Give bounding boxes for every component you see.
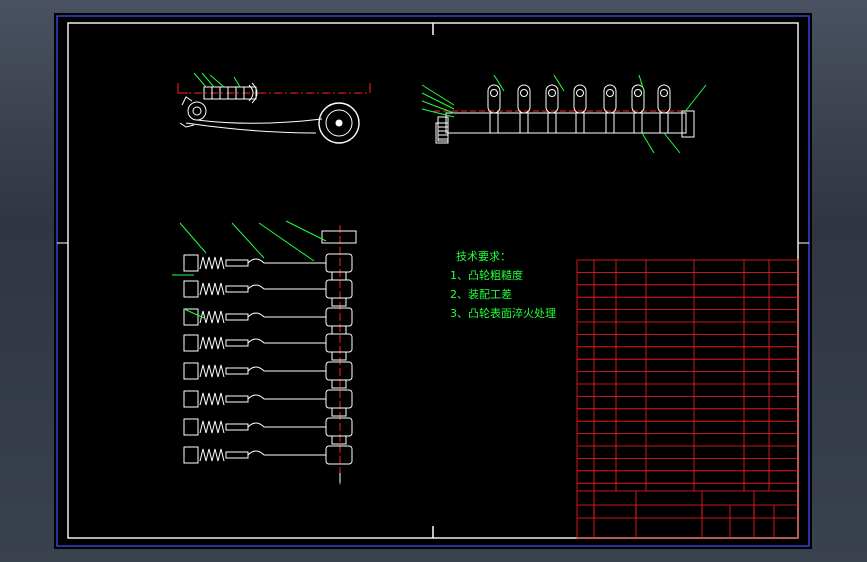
valve-guide [225, 339, 249, 347]
valve-spring [199, 310, 225, 324]
valve-head [248, 82, 258, 104]
cam-disc [325, 417, 353, 437]
lobe-bore [548, 89, 556, 97]
lobe-bore [490, 89, 498, 97]
valve-spring [203, 86, 257, 100]
lobe-follower [633, 112, 643, 134]
valve-guide [225, 313, 249, 321]
valve-head [247, 338, 265, 344]
valve-head [247, 284, 265, 290]
lobe-bore [606, 89, 614, 97]
valve-cap [183, 334, 199, 352]
valve-guide [225, 367, 249, 375]
title-block [576, 259, 799, 539]
cam-disc [325, 333, 353, 353]
flywheel-inner [325, 109, 353, 137]
valve-cap [183, 254, 199, 272]
valve-head [247, 450, 265, 456]
cam-disc [325, 253, 353, 273]
valve-spring [199, 282, 225, 296]
outer-frame [56, 15, 810, 547]
cam-disc [325, 307, 353, 327]
valve-head [247, 258, 265, 264]
valve-rows [183, 253, 353, 483]
cad-drawing [56, 15, 810, 547]
valve-cap [183, 418, 199, 436]
shaft-segment [331, 297, 347, 307]
rocker-arm-lower [185, 122, 317, 134]
inner-frame [67, 22, 799, 539]
cam-disc [325, 389, 353, 409]
shaft-segment [331, 271, 347, 281]
lobe-bore [660, 89, 668, 97]
top-leader-lines [421, 74, 707, 154]
valve-leader-lines [172, 220, 327, 319]
lobe-bore [634, 89, 642, 97]
cam-circle [187, 101, 207, 121]
valve-guide [225, 423, 249, 431]
valve-guide [225, 451, 249, 459]
technical-requirements: 技术要求： 1、凸轮粗糙度 2、装配工差 3、凸轮表面淬火处理 [450, 247, 556, 323]
lobe-bore [520, 89, 528, 97]
valve-guide [225, 395, 249, 403]
requirement-item: 2、装配工差 [450, 288, 512, 301]
valve-cap [183, 308, 199, 326]
camshaft-top-view [421, 74, 707, 154]
valve-spring [199, 448, 225, 462]
shaft-end-right [681, 110, 695, 138]
valve-cap [183, 446, 199, 464]
valve-head [247, 312, 265, 318]
bracket [179, 96, 195, 128]
valve-guide [225, 285, 249, 293]
valve-spring [199, 392, 225, 406]
lobe-follower [575, 112, 585, 134]
cam-disc [325, 445, 353, 465]
section-mark-left [177, 83, 188, 94]
lobe-bore [576, 89, 584, 97]
top-bracket [321, 230, 357, 244]
flywheel-outer [318, 102, 360, 144]
lobe-follower [547, 112, 557, 134]
lobe-follower [519, 112, 529, 134]
valve-assembly-view [172, 220, 357, 485]
valve-cap [183, 390, 199, 408]
drawing-sheet: 技术要求： 1、凸轮粗糙度 2、装配工差 3、凸轮表面淬火处理 [54, 13, 812, 549]
flywheel-hub [335, 119, 343, 127]
cam-lobes [487, 84, 671, 134]
valve-guide [225, 259, 249, 267]
shaft-body [445, 112, 687, 134]
shaft-segment [331, 435, 347, 445]
requirement-item: 1、凸轮粗糙度 [450, 269, 523, 282]
valve-spring [199, 256, 225, 270]
lobe-follower [605, 112, 615, 134]
valve-spring [199, 336, 225, 350]
valve-head [247, 394, 265, 400]
side-view-rocker [177, 72, 371, 144]
valve-cap [183, 280, 199, 298]
cam-bore [192, 106, 202, 116]
requirements-title: 技术要求： [456, 250, 511, 263]
rocker-arm-upper [196, 118, 323, 124]
valve-head [247, 366, 265, 372]
title-block-frame [576, 259, 799, 539]
cam-disc [325, 361, 353, 381]
pulley [435, 122, 449, 144]
requirement-item: 3、凸轮表面淬火处理 [450, 307, 556, 320]
shaft-segment [331, 351, 347, 361]
valve-head [247, 422, 265, 428]
lobe-follower [659, 112, 669, 134]
shaft-segment [331, 325, 347, 335]
valve-spring [199, 364, 225, 378]
shaft-segment [331, 379, 347, 389]
shaft-segment [331, 407, 347, 417]
cam-disc [325, 279, 353, 299]
valve-cap [183, 362, 199, 380]
valve-spring [199, 420, 225, 434]
lobe-follower [489, 112, 499, 134]
